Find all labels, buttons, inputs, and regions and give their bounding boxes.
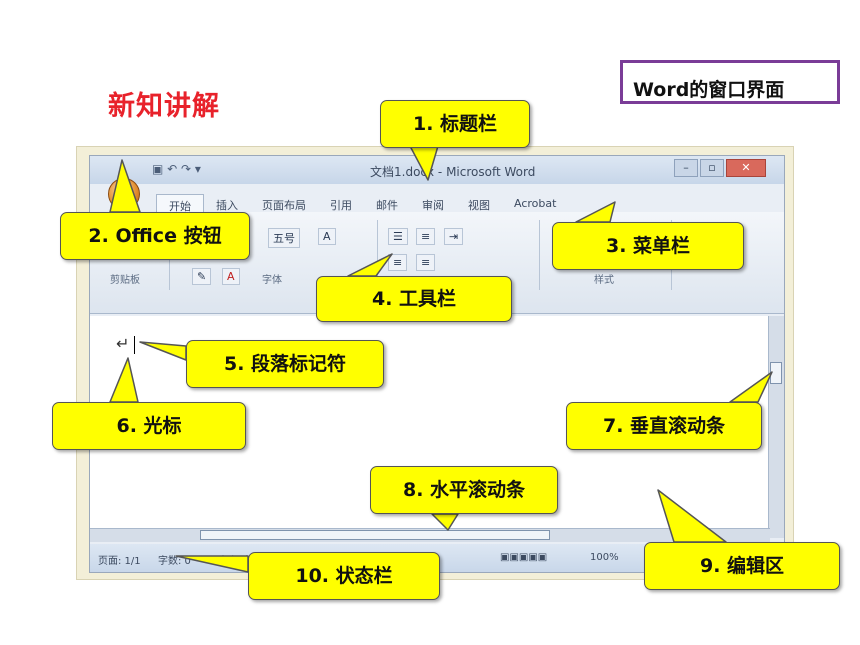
callout-menu-bar: 3. 菜单栏: [552, 222, 744, 270]
bullets-icon[interactable]: ☰: [388, 228, 408, 245]
tab-insert[interactable]: 插入: [216, 199, 238, 212]
callout-edit-area: 9. 编辑区: [644, 542, 840, 590]
callout-cursor: 6. 光标: [52, 402, 246, 450]
view-buttons-icon[interactable]: ▣▣▣▣▣: [500, 552, 548, 563]
quick-access-icons[interactable]: ▣ ↶ ↷ ▾: [152, 162, 201, 176]
status-zoom[interactable]: 100%: [590, 552, 619, 563]
window-controls: – ▫ ✕: [674, 159, 766, 177]
callout-office-button: 2. Office 按钮: [60, 212, 250, 260]
callout-vertical-scrollbar: 7. 垂直滚动条: [566, 402, 762, 450]
office-button[interactable]: [108, 178, 140, 210]
callout-toolbar: 4. 工具栏: [316, 276, 512, 322]
tab-mailings[interactable]: 邮件: [376, 199, 398, 212]
text-cursor: [134, 336, 135, 354]
tab-page-layout[interactable]: 页面布局: [262, 199, 306, 212]
close-icon[interactable]: ✕: [726, 159, 766, 177]
callout-paragraph-mark: 5. 段落标记符: [186, 340, 384, 388]
paragraph-mark-icon: ↵: [116, 334, 130, 353]
vertical-scrollbar[interactable]: [768, 316, 784, 538]
tab-home[interactable]: 开始: [156, 194, 204, 217]
horizontal-scroll-thumb[interactable]: [200, 530, 550, 540]
callout-horizontal-scrollbar: 8. 水平滚动条: [370, 466, 558, 514]
status-page[interactable]: 页面: 1/1: [98, 556, 141, 567]
menu-tabs: 开始 插入 页面布局 引用 邮件 审阅 视图 Acrobat: [156, 194, 568, 217]
tab-review[interactable]: 审阅: [422, 199, 444, 212]
font-size-select[interactable]: 五号: [268, 228, 300, 248]
slide-heading: 新知讲解: [108, 91, 220, 122]
font-color-icon[interactable]: A: [222, 268, 240, 285]
align-left-icon[interactable]: ≡: [388, 254, 408, 271]
font-group-label: 字体: [262, 275, 282, 286]
title-bar: ▣ ↶ ↷ ▾ 文档1.docx - Microsoft Word – ▫ ✕: [90, 156, 784, 184]
indent-icon[interactable]: ⇥: [444, 228, 464, 245]
vertical-scroll-thumb[interactable]: [770, 362, 782, 384]
callout-status-bar: 10. 状态栏: [248, 552, 440, 600]
paragraph-group: ☰ ≡ ⇥ ≡ ≡: [380, 220, 540, 290]
highlight-icon[interactable]: ✎: [192, 268, 212, 285]
slide-title-box: Word的窗口界面: [620, 60, 840, 104]
minimize-icon[interactable]: –: [674, 159, 698, 177]
maximize-icon[interactable]: ▫: [700, 159, 724, 177]
tab-references[interactable]: 引用: [330, 199, 352, 212]
font-a-icon[interactable]: A: [318, 228, 336, 245]
tab-view[interactable]: 视图: [468, 199, 490, 212]
callout-title-bar: 1. 标题栏: [380, 100, 530, 148]
align-center-icon[interactable]: ≡: [416, 254, 436, 271]
clipboard-group-label: 剪贴板: [110, 275, 140, 286]
status-word-count[interactable]: 字数: 0: [158, 556, 191, 567]
tab-acrobat[interactable]: Acrobat: [514, 197, 557, 210]
window-title: 文档1.docx - Microsoft Word: [370, 165, 536, 179]
styles-group-label: 样式: [594, 275, 614, 286]
numbering-icon[interactable]: ≡: [416, 228, 436, 245]
